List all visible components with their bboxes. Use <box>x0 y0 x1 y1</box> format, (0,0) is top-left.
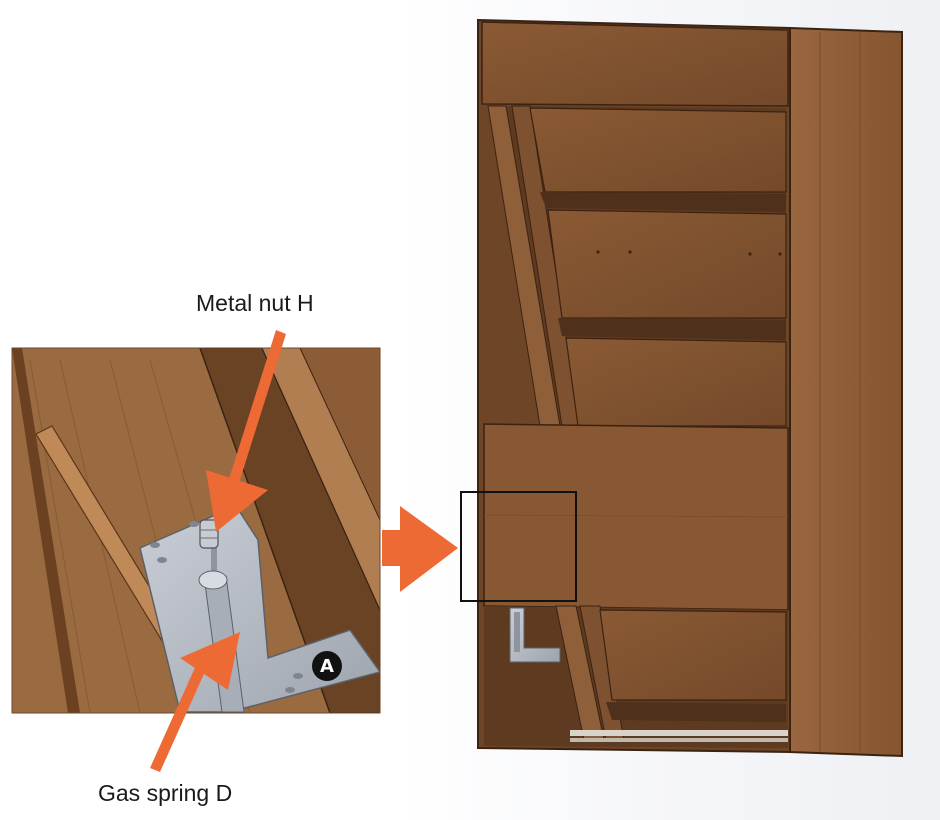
bracket-icon <box>509 607 561 663</box>
callout-badge: A <box>312 651 342 681</box>
detail-highlight-box <box>460 491 577 602</box>
callout-badge-label: A <box>320 656 334 677</box>
metal-nut-label: Metal nut H <box>196 290 314 316</box>
cabinet-illustration <box>460 18 903 758</box>
arrow-icon <box>206 330 286 532</box>
arrow-group <box>150 330 458 772</box>
arrow-icon <box>150 632 240 772</box>
detail-inset: A <box>11 347 381 714</box>
gas-spring-label: Gas spring D <box>98 780 233 806</box>
metal-nut <box>199 519 219 549</box>
arrow-icon <box>382 506 458 592</box>
